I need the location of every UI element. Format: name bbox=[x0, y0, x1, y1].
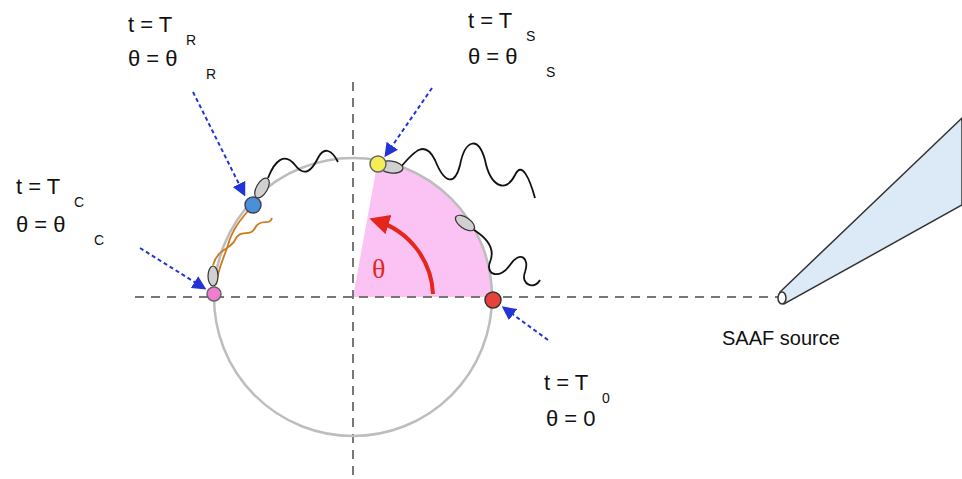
axis-line bbox=[135, 296, 780, 298]
leader-arrow bbox=[504, 308, 548, 340]
trajectory-circle bbox=[214, 158, 492, 436]
subscript: S bbox=[526, 29, 535, 43]
subscript: 0 bbox=[602, 391, 610, 405]
angle-label: θ = θ bbox=[128, 48, 178, 70]
sperm-head bbox=[453, 212, 477, 234]
angle-symbol: θ bbox=[372, 255, 385, 283]
time-label: t = T bbox=[544, 372, 588, 394]
source-label: SAAF source bbox=[722, 328, 840, 348]
position-dot bbox=[207, 287, 221, 301]
sperm-tail bbox=[213, 218, 272, 265]
subscript: R bbox=[186, 33, 196, 47]
pipette-tip bbox=[778, 292, 786, 304]
time-label: t = T bbox=[128, 14, 172, 36]
time-label: t = T bbox=[16, 176, 60, 198]
position-dot bbox=[485, 292, 501, 308]
subscript: C bbox=[74, 195, 84, 209]
position-dot bbox=[245, 197, 261, 213]
angle-label: θ = θ bbox=[16, 214, 66, 236]
trajectory-trace bbox=[216, 205, 253, 285]
position-dot bbox=[370, 156, 386, 172]
axis-line bbox=[352, 82, 354, 479]
pipette bbox=[780, 118, 962, 304]
subscript: R bbox=[206, 67, 216, 81]
leader-arrow bbox=[140, 248, 204, 288]
subscript: S bbox=[546, 65, 555, 79]
subscript: C bbox=[94, 233, 104, 247]
sperm-tail bbox=[400, 144, 535, 198]
leader-arrow bbox=[386, 88, 432, 155]
angle-label: θ = 0 bbox=[546, 408, 596, 430]
leader-arrow bbox=[193, 92, 244, 194]
sperm-head bbox=[208, 266, 218, 286]
sperm-tail bbox=[268, 151, 338, 178]
angle-wedge bbox=[353, 160, 492, 297]
sperm-tail bbox=[474, 230, 540, 285]
time-label: t = T bbox=[468, 10, 512, 32]
angle-label: θ = θ bbox=[468, 46, 518, 68]
